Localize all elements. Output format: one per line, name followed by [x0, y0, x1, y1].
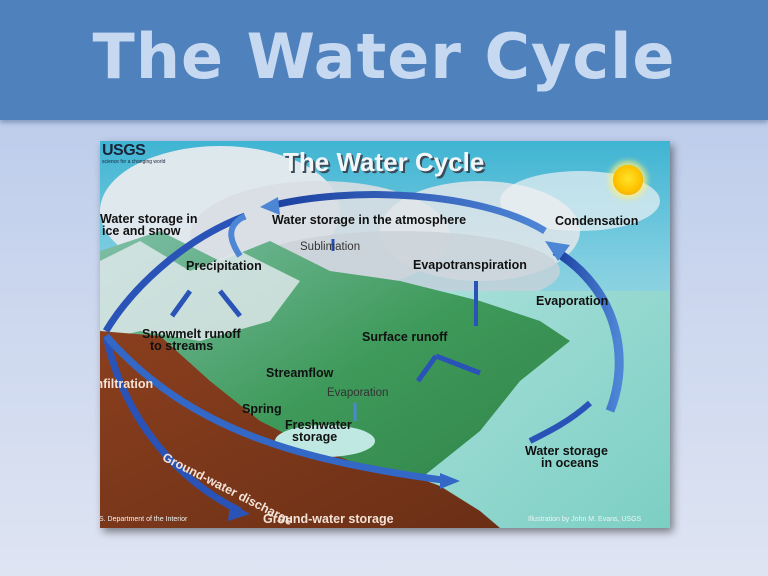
- label-spring: Spring: [242, 402, 282, 416]
- label-evapotranspiration: Evapotranspiration: [413, 258, 527, 272]
- label-ice-snow-2: ice and snow: [102, 224, 181, 238]
- title-banner: The Water Cycle: [0, 0, 768, 120]
- label-freshwater-2: storage: [292, 430, 338, 444]
- label-ice-snow-1: Water storage in: [100, 212, 198, 226]
- usgs-tagline: science for a changing world: [102, 159, 166, 165]
- label-groundwater-storage: Ground-water storage: [263, 512, 394, 526]
- label-sublimation: Sublimation: [300, 241, 361, 253]
- label-atmosphere: Water storage in the atmosphere: [272, 213, 467, 227]
- diagram-title: The Water Cycle: [283, 147, 485, 177]
- label-freshwater-1: Freshwater: [285, 418, 352, 432]
- label-evaporation-ocean: Evaporation: [536, 294, 609, 308]
- label-precipitation: Precipitation: [186, 259, 262, 273]
- label-evaporation-lake: Evaporation: [327, 387, 389, 399]
- label-oceans-2: in oceans: [541, 456, 599, 470]
- credit-department: U.S. Department of the Interior: [100, 516, 188, 523]
- credit-illustration: Illustration by John M. Evans, USGS: [528, 516, 642, 523]
- label-snowmelt-2: to streams: [150, 339, 214, 353]
- label-snowmelt-1: Snowmelt runoff: [142, 327, 241, 341]
- water-cycle-diagram: USGS science for a changing world The Wa…: [100, 141, 670, 528]
- label-condensation: Condensation: [555, 214, 639, 228]
- diagram-artwork: [100, 146, 670, 528]
- sun-icon: [613, 165, 643, 195]
- label-oceans-1: Water storage: [525, 444, 608, 458]
- label-infiltration: Infiltration: [100, 377, 154, 391]
- label-surface-runoff: Surface runoff: [362, 330, 448, 344]
- label-streamflow: Streamflow: [266, 366, 334, 380]
- usgs-logo-icon: USGS: [102, 142, 146, 159]
- slide-title: The Water Cycle: [92, 20, 676, 93]
